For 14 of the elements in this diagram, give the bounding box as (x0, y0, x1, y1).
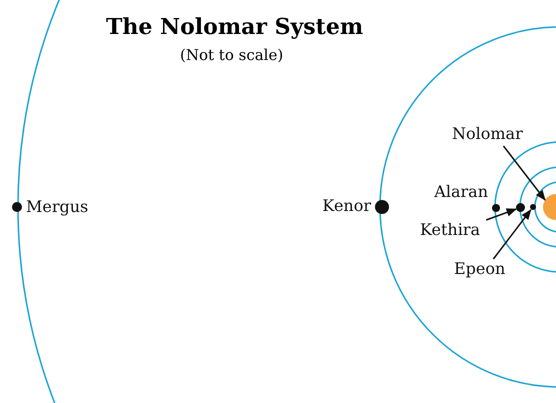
planet-dot-icon (530, 204, 536, 210)
planet-dot-icon (516, 203, 525, 212)
leader-arrow (502, 146, 546, 201)
leader-arrow (492, 209, 532, 260)
planet-label: Kenor (322, 196, 371, 216)
planet-label: Kethira (420, 220, 480, 240)
caption: (Not to scale) (180, 46, 284, 64)
planet-label: Alaran (434, 182, 488, 202)
title: The Nolomar System (106, 14, 364, 40)
planet-label: Epeon (454, 259, 506, 279)
star-label: Nolomar (452, 124, 523, 144)
star-icon (545, 194, 556, 220)
planet-label: Mergus (26, 197, 88, 217)
leader-arrow (486, 208, 517, 221)
